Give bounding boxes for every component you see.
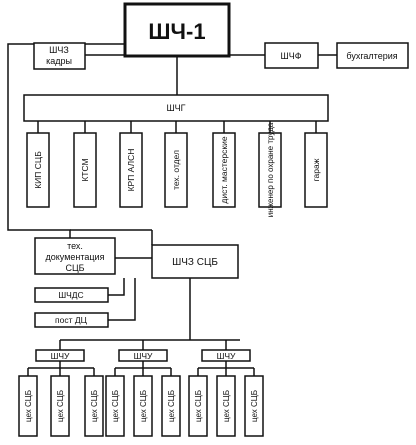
workshop-label: цех СЦБ	[24, 390, 33, 422]
workshop-label: цех СЦБ	[56, 390, 65, 422]
shchg-box	[23, 94, 329, 122]
workshop-label: цех СЦБ	[194, 390, 203, 422]
department-box	[164, 132, 188, 208]
shchds-label: ШЧДС	[58, 290, 83, 300]
accounting-label: бухгалтерия	[346, 51, 397, 61]
workshop-box	[105, 375, 125, 437]
department-box	[119, 132, 143, 208]
shchz-kadry-line2: кадры	[46, 56, 72, 66]
shchu-box	[35, 349, 85, 362]
shchz-scb-box	[151, 244, 239, 279]
workshop-box	[244, 375, 264, 437]
tech-docs-line3: СЦБ	[65, 263, 84, 273]
department-label: тех. отдел	[171, 150, 181, 190]
shchg-label: ШЧГ	[166, 103, 185, 113]
shchf-label: ШЧФ	[280, 51, 301, 61]
workshop-box	[188, 375, 208, 437]
workshop-label: цех СЦБ	[167, 390, 176, 422]
workshops: цех СЦБ цех СЦБ цех СЦБ цех СЦБ цех СЦБ …	[18, 375, 264, 437]
top-box-title: ШЧ-1	[148, 19, 205, 44]
department-box	[73, 132, 97, 208]
tech-docs-line2: документация	[46, 252, 105, 262]
workshop-box	[50, 375, 70, 437]
department-box	[304, 132, 328, 208]
departments: КИП СЦБ КТСМ КРП АЛСН тех. отдел дист. м…	[26, 122, 328, 217]
shchz-kadry-line1: ШЧЗ	[49, 45, 69, 55]
workshop-box	[161, 375, 181, 437]
department-box	[212, 132, 236, 208]
shchu-label: ШЧУ	[217, 351, 236, 361]
department-label: КТСМ	[80, 158, 90, 181]
post-dc-label: пост ДЦ	[55, 315, 88, 325]
workshop-box	[18, 375, 38, 437]
accounting-box	[336, 42, 409, 69]
workshop-label: цех СЦБ	[139, 390, 148, 422]
workshop-box	[216, 375, 236, 437]
workshop-box	[133, 375, 153, 437]
tech-docs-line1: тех.	[67, 241, 83, 251]
shchz-scb-label: ШЧЗ СЦБ	[172, 257, 218, 268]
department-label: дист. мастерские	[219, 136, 229, 203]
department-label: инженер по охране труда	[266, 122, 275, 217]
workshop-box	[84, 375, 104, 437]
department-box	[258, 132, 282, 208]
shchu-box	[118, 349, 168, 362]
department-label: КИП СЦБ	[33, 151, 43, 189]
shchz-kadry-box	[33, 42, 86, 70]
top-box	[123, 2, 231, 58]
workshop-label: цех СЦБ	[250, 390, 259, 422]
department-label: КРП АЛСН	[126, 149, 136, 192]
department-label: гараж	[311, 158, 321, 181]
shchu-label: ШЧУ	[134, 351, 153, 361]
post-dc-box	[34, 312, 109, 328]
tech-docs-box	[34, 237, 116, 275]
workshop-label: цех СЦБ	[222, 390, 231, 422]
shchf-box	[264, 42, 319, 69]
shchds-box	[34, 287, 109, 303]
workshop-label: цех СЦБ	[111, 390, 120, 422]
shchu-box	[201, 349, 251, 362]
workshop-label: цех СЦБ	[90, 390, 99, 422]
shchu-label: ШЧУ	[51, 351, 70, 361]
department-box	[26, 132, 50, 208]
